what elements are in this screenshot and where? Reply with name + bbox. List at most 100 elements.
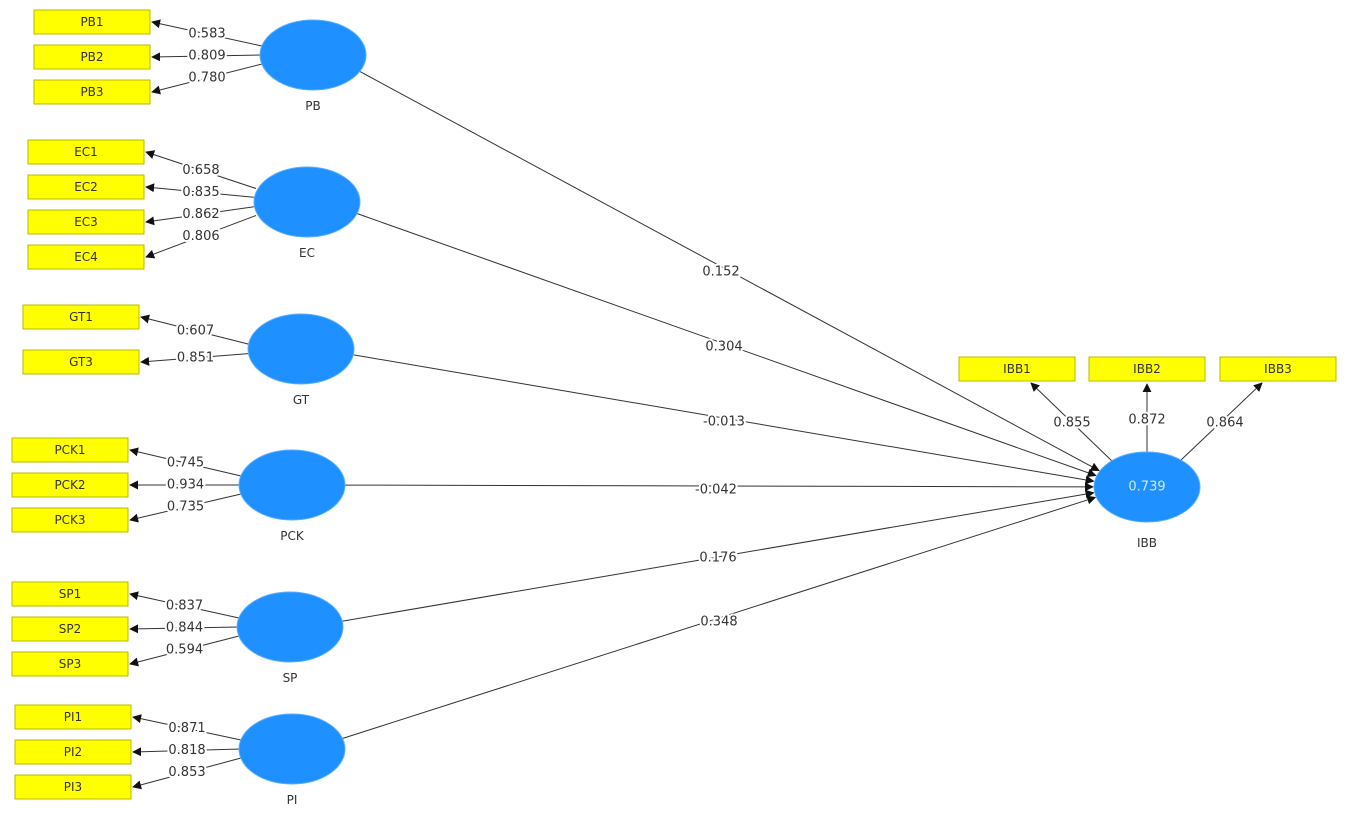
construct-circle [1093, 451, 1201, 523]
loading-ec4: 0.806 [182, 229, 219, 244]
loading-arrow [145, 183, 257, 198]
indicator-pi2[interactable]: PI2 [14, 739, 132, 765]
loading-arrow [151, 19, 263, 47]
indicator-pi3[interactable]: PI3 [14, 774, 132, 800]
indicator-label: EC3 [74, 215, 98, 229]
construct-pck[interactable]: PCK [238, 449, 346, 543]
path-arrow-sp-ibb [341, 489, 1095, 622]
loading-ibb3: 0.864 [1206, 416, 1243, 431]
construct-ec[interactable]: EC [253, 166, 361, 260]
loading-arrow [140, 314, 251, 345]
indicator-box [22, 349, 140, 375]
indicator-box [11, 581, 129, 607]
indicator-label: PI1 [64, 710, 82, 724]
loading-arrow [145, 215, 257, 259]
loading-gt1: 0.607 [177, 323, 214, 338]
indicator-label: SP3 [59, 657, 82, 671]
path-arrow-ec-ibb [356, 212, 1097, 478]
indicator-box [33, 44, 151, 70]
construct-circle [238, 449, 346, 521]
loading-ec2: 0.835 [182, 185, 219, 200]
indicator-ibb1[interactable]: IBB1 [958, 356, 1076, 382]
indicator-pi1[interactable]: PI1 [14, 704, 132, 730]
indicator-ec3[interactable]: EC3 [27, 209, 145, 235]
path-coefficient-sp: 0.176 [699, 551, 736, 566]
construct-label: SP [283, 671, 298, 685]
indicator-ec2[interactable]: EC2 [27, 174, 145, 200]
loading-sp1: 0.837 [166, 599, 203, 614]
loading-pck3: 0.735 [167, 500, 204, 515]
path-coefficient-pb: 0.152 [702, 265, 739, 280]
indicator-box [33, 9, 151, 35]
indicator-box [11, 651, 129, 677]
loading-sp3: 0.594 [166, 643, 203, 658]
loading-arrow [151, 52, 263, 62]
construct-label: PCK [280, 529, 305, 543]
indicator-label: PI2 [64, 745, 82, 759]
indicator-label: EC2 [74, 180, 98, 194]
indicator-label: GT3 [69, 355, 93, 369]
construct-sp[interactable]: SP [236, 591, 344, 685]
indicator-ec4[interactable]: EC4 [27, 244, 145, 270]
path-arrow-pi-ibb [341, 495, 1097, 740]
path-arrow-pb-ibb [358, 70, 1100, 472]
indicator-ibb3[interactable]: IBB3 [1219, 356, 1337, 382]
indicator-label: SP1 [59, 587, 82, 601]
r-squared-value: 0.739 [1128, 480, 1165, 495]
loading-pb2: 0.809 [188, 49, 225, 64]
loading-sp2: 0.844 [166, 621, 203, 636]
loading-gt3: 0.851 [177, 350, 214, 365]
indicator-box [958, 356, 1076, 382]
loading-ibb2: 0.872 [1128, 413, 1165, 428]
loading-arrow [129, 493, 242, 523]
indicator-pck1[interactable]: PCK1 [11, 437, 129, 463]
indicator-pck3[interactable]: PCK3 [11, 507, 129, 533]
indicator-sp3[interactable]: SP3 [11, 651, 129, 677]
indicator-label: PCK1 [54, 443, 85, 457]
loading-pi1: 0.871 [168, 721, 205, 736]
indicator-pb3[interactable]: PB3 [33, 79, 151, 105]
indicator-label: IBB1 [1003, 362, 1031, 376]
indicator-gt1[interactable]: GT1 [22, 304, 140, 330]
loading-ec1: 0.658 [182, 163, 219, 178]
loading-arrow [132, 747, 242, 757]
indicator-pb1[interactable]: PB1 [33, 9, 151, 35]
construct-gt[interactable]: GT [247, 313, 355, 407]
construct-pb[interactable]: PB [259, 19, 367, 113]
indicator-sp1[interactable]: SP1 [11, 581, 129, 607]
indicator-ec1[interactable]: EC1 [27, 139, 145, 165]
indicator-gt3[interactable]: GT3 [22, 349, 140, 375]
indicator-label: EC1 [74, 145, 98, 159]
loading-arrow [1030, 382, 1114, 463]
indicator-sp2[interactable]: SP2 [11, 616, 129, 642]
loading-arrow [145, 150, 257, 189]
loading-pb3: 0.780 [188, 71, 225, 86]
loading-pck1: 0.745 [167, 456, 204, 471]
indicator-label: IBB2 [1133, 362, 1161, 376]
loading-arrow [1179, 382, 1263, 462]
indicator-box [11, 616, 129, 642]
loading-pck2: 0.934 [167, 478, 204, 493]
indicator-box [1088, 356, 1206, 382]
path-arrow-pck-ibb [343, 482, 1094, 492]
indicator-pb2[interactable]: PB2 [33, 44, 151, 70]
loading-pi3: 0.853 [168, 765, 205, 780]
indicator-label: IBB3 [1264, 362, 1292, 376]
indicator-pck2[interactable]: PCK2 [11, 472, 129, 498]
path-arrow-gt-ibb [352, 354, 1095, 485]
indicator-label: SP2 [59, 622, 82, 636]
loading-arrow [129, 635, 240, 667]
construct-label: PB [305, 99, 320, 113]
loading-pb1: 0.583 [188, 27, 225, 42]
indicator-box [14, 704, 132, 730]
construct-pi[interactable]: PI [238, 713, 346, 807]
indicator-label: EC4 [74, 250, 98, 264]
indicator-ibb2[interactable]: IBB2 [1088, 356, 1206, 382]
construct-label: IBB [1137, 536, 1157, 550]
indicator-box [27, 139, 145, 165]
indicator-label: PB3 [80, 85, 103, 99]
indicator-label: PB1 [80, 15, 103, 29]
loading-arrow [132, 714, 242, 741]
indicator-label: PB2 [80, 50, 103, 64]
